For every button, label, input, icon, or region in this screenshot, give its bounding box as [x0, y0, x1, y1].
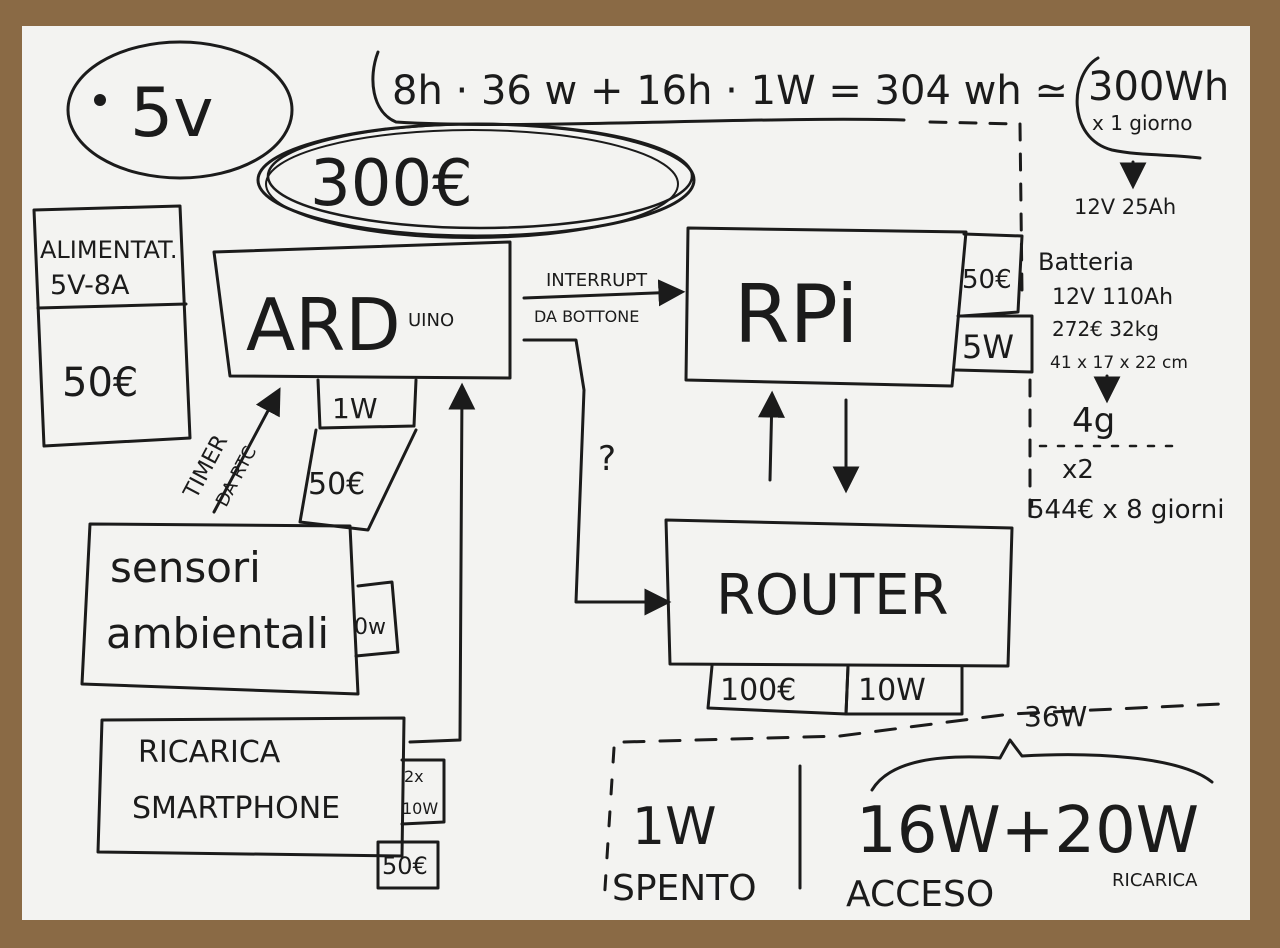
rpi-price: 50€: [962, 265, 1012, 295]
power-supply-price: 50€: [62, 360, 138, 406]
consumption-brace: [870, 738, 1214, 792]
power-supply-box: [32, 204, 192, 448]
voltage-ellipse: [66, 40, 294, 180]
arduino-label-suffix: UINO: [408, 310, 454, 331]
interrupt-label-1: INTERRUPT: [546, 270, 648, 291]
consumption-total: 36W: [1024, 700, 1087, 733]
voltage-label: 5v: [130, 74, 214, 153]
dashed-line-bottom: [622, 702, 1222, 744]
consumption-off-value: 1W: [632, 797, 717, 857]
battery-price-weight: 272€ 32kg: [1052, 317, 1159, 341]
arduino-power-box: [316, 378, 418, 430]
battery-total: 544€ x 8 giorni: [1028, 495, 1224, 525]
charging-box: [96, 716, 406, 858]
router-power-box: [844, 664, 964, 716]
arduino-box: [212, 240, 512, 380]
timer-arrow: [212, 387, 281, 514]
consumption-on-label: ACCESO: [846, 874, 994, 915]
energy-formula: 8h · 36 w + 16h · 1W = 304 wh ≃: [392, 68, 1068, 114]
budget-ellipse-3: [265, 129, 679, 239]
consumption-on-value: 16W+20W: [856, 794, 1199, 868]
bullet-dot: [94, 94, 106, 106]
router-label: ROUTER: [716, 563, 948, 628]
power-supply-divider: [36, 302, 188, 310]
rpi-power: 5W: [962, 328, 1014, 366]
router-price: 100€: [720, 673, 796, 708]
sensors-label-1: sensori: [110, 543, 261, 592]
charging-price: 50€: [382, 852, 428, 880]
sensors-tag-box: [354, 580, 400, 658]
sensors-tag: 0w: [354, 615, 386, 640]
charging-power-1: 2x: [404, 767, 424, 786]
board-surface: [22, 26, 1250, 920]
charging-price-box: [376, 840, 440, 890]
sensors-box: [80, 522, 360, 696]
energy-bracket: [1075, 56, 1202, 160]
consumption-charge-label: RICARICA: [1112, 870, 1198, 891]
dashed-line-top: [928, 120, 1024, 294]
rpi-box: [684, 226, 968, 388]
energy-period: x 1 giorno: [1092, 111, 1193, 135]
charging-label-2: SMARTPHONE: [132, 791, 340, 826]
charging-power-2: 10W: [402, 799, 438, 818]
battery-title: Batteria: [1038, 248, 1134, 276]
power-supply-label-1: ALIMENTAT.: [40, 236, 177, 264]
unknown-link-label: ?: [598, 439, 616, 479]
small-battery: 12V 25Ah: [1074, 195, 1176, 219]
interrupt-arrow: [522, 279, 686, 307]
router-power: 10W: [858, 673, 926, 708]
sensors-label-2: ambientali: [106, 609, 329, 658]
battery-dimensions: 41 x 17 x 22 cm: [1050, 353, 1188, 373]
charging-arduino-link: [408, 382, 476, 744]
charging-label-1: RICARICA: [138, 735, 281, 770]
rpi-price-box: [960, 232, 1024, 318]
dashed-line-left: [602, 746, 616, 906]
interrupt-label-2: DA BOTTONE: [534, 307, 639, 326]
arduino-price: 50€: [308, 467, 365, 502]
router-box: [664, 518, 1014, 668]
battery-spec: 12V 110Ah: [1052, 285, 1173, 310]
battery-days: 4g: [1072, 401, 1115, 441]
arduino-router-link: [522, 338, 672, 616]
arduino-power: 1W: [332, 392, 378, 425]
rpi-label: RPi: [734, 268, 858, 361]
router-to-rpi-arrow: [757, 390, 785, 482]
budget-label: 300€: [310, 147, 473, 221]
charging-power-box: [400, 758, 446, 826]
rpi-power-box: [954, 314, 1034, 374]
arduino-label: ARD: [246, 283, 401, 367]
energy-total: 300Wh: [1088, 64, 1229, 110]
consumption-off-label: SPENTO: [612, 868, 757, 909]
power-supply-label-2: 5V-8A: [50, 270, 130, 301]
battery-multiplier: x2: [1062, 455, 1094, 485]
